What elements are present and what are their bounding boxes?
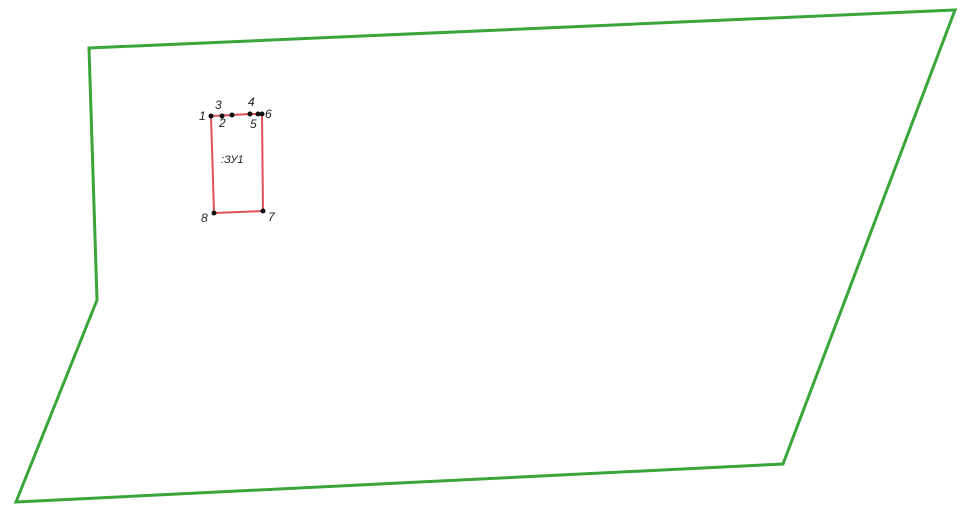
vertex-5 [255, 111, 261, 117]
vertex-3 [229, 112, 235, 118]
vertex-7 [260, 208, 266, 214]
outer-boundary [13, 8, 958, 504]
vertex-label-3: 3 [215, 98, 222, 112]
vertex-label-4: 4 [248, 95, 255, 109]
vertex-label-2: 2 [218, 116, 226, 130]
vertex-label-8: 8 [201, 211, 208, 225]
vertex-4 [247, 111, 253, 117]
vertex-6 [259, 111, 265, 117]
vertex-label-7: 7 [268, 210, 276, 224]
vertex-label-1: 1 [199, 109, 206, 123]
vertex-8 [211, 210, 217, 216]
vertex-label-6: 6 [265, 107, 272, 121]
vertex-label-5: 5 [250, 117, 257, 131]
parcel-label: :ЗУ1 [221, 154, 243, 166]
vertex-1 [208, 113, 214, 119]
vertex-2 [219, 113, 225, 119]
